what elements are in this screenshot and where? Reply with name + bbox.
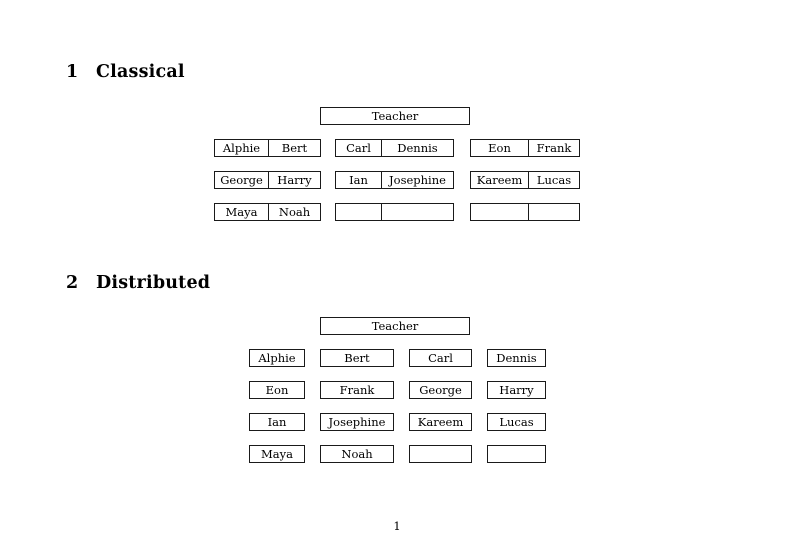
- student-cell: Maya: [225, 205, 258, 219]
- student-box: George: [409, 381, 472, 399]
- teacher-box-classical: Teacher: [320, 107, 470, 125]
- student-box: Alphie: [249, 349, 305, 367]
- student-box: Kareem: [409, 413, 472, 431]
- student-box-empty: [409, 445, 472, 463]
- student-pair-row-empty: [335, 203, 454, 221]
- student-pair-row: Eon Frank: [470, 139, 580, 157]
- student-pair-row: George Harry: [214, 171, 321, 189]
- student-box: Ian: [249, 413, 305, 431]
- student-pair-row: Carl Dennis: [335, 139, 454, 157]
- section-title-2: Distributed: [96, 273, 211, 293]
- student-pair-row: Maya Noah: [214, 203, 321, 221]
- student-cell: Dennis: [381, 140, 453, 156]
- student-box: Josephine: [320, 413, 394, 431]
- student-box: Lucas: [487, 413, 546, 431]
- student-pair-row: Ian Josephine: [335, 171, 454, 189]
- student-cell-empty: [336, 204, 381, 220]
- student-cell: Bert: [268, 140, 320, 156]
- student-box: Harry: [487, 381, 546, 399]
- section-title-1: Classical: [96, 62, 185, 82]
- teacher-box-distributed: Teacher: [320, 317, 470, 335]
- student-box: Carl: [409, 349, 472, 367]
- student-box: Bert: [320, 349, 394, 367]
- student-pair-row: Alphie Bert: [214, 139, 321, 157]
- student-box: Maya: [249, 445, 305, 463]
- page-number: 1: [393, 519, 401, 533]
- student-cell: Ian: [349, 173, 368, 187]
- student-cell: Josephine: [381, 172, 453, 188]
- student-cell: Harry: [268, 172, 320, 188]
- student-pair-row: Kareem Lucas: [470, 171, 580, 189]
- student-cell: Noah: [268, 204, 320, 220]
- section-number-2: 2: [66, 273, 79, 293]
- student-cell-empty: [528, 204, 579, 220]
- student-cell: George: [220, 173, 263, 187]
- student-box: Dennis: [487, 349, 546, 367]
- section-heading-classical: 1 Classical: [66, 62, 185, 82]
- student-cell-empty: [471, 204, 528, 220]
- student-cell: Alphie: [222, 141, 261, 155]
- student-box-empty: [487, 445, 546, 463]
- student-cell: Frank: [528, 140, 579, 156]
- student-cell: Kareem: [476, 173, 523, 187]
- section-heading-distributed: 2 Distributed: [66, 273, 211, 293]
- student-cell: Eon: [488, 141, 511, 155]
- student-box: Frank: [320, 381, 394, 399]
- student-box: Eon: [249, 381, 305, 399]
- student-pair-row-empty: [470, 203, 580, 221]
- section-number-1: 1: [66, 62, 79, 82]
- student-box: Noah: [320, 445, 394, 463]
- student-cell: Carl: [346, 141, 371, 155]
- student-cell-empty: [381, 204, 453, 220]
- student-cell: Lucas: [528, 172, 579, 188]
